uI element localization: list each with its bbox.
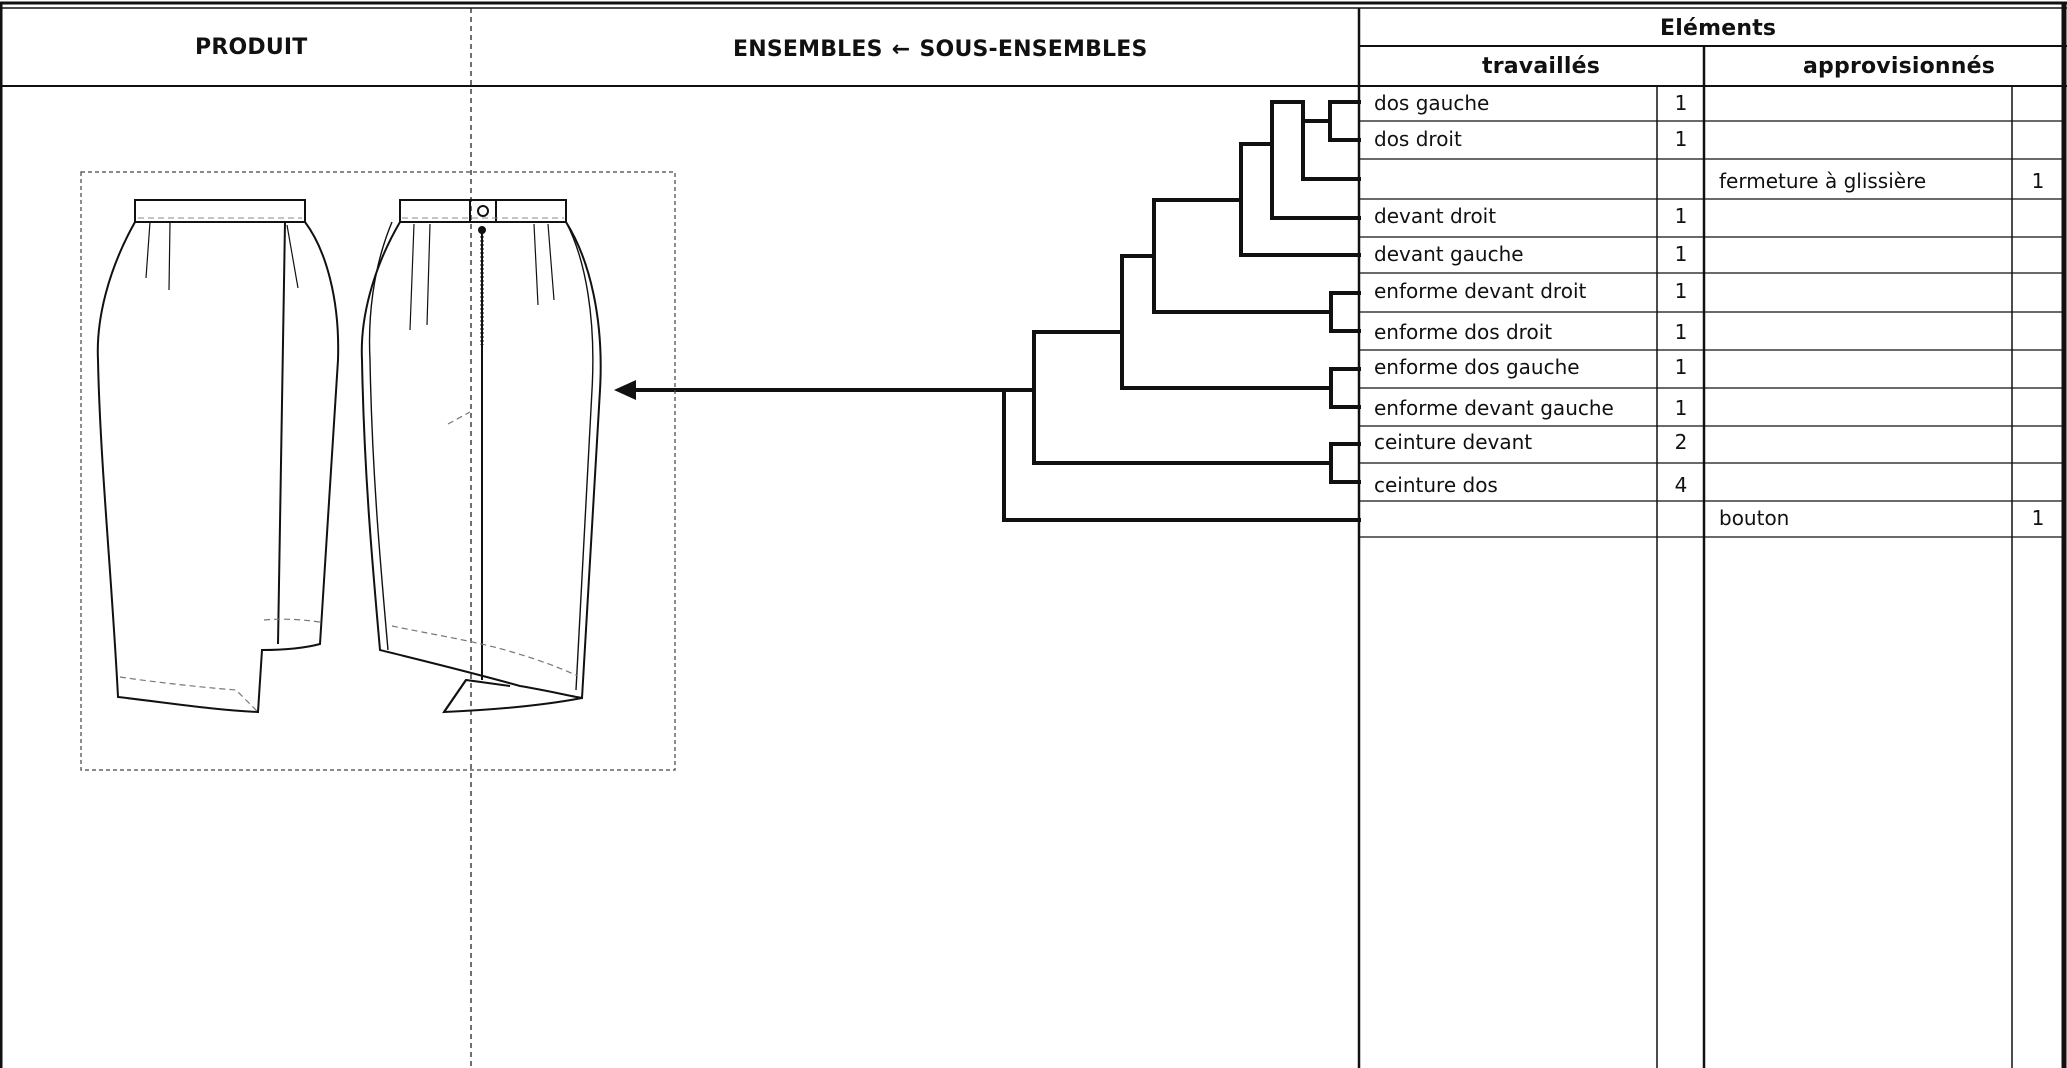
travaille-qty: 2 (1674, 430, 1688, 454)
travaille-qty: 1 (1674, 320, 1688, 344)
travaille-qty: 1 (1674, 242, 1688, 266)
travaille-qty: 1 (1674, 127, 1688, 151)
appro-cell: bouton (1719, 506, 1790, 530)
travaille-cell: devant gauche (1374, 242, 1524, 266)
skirt-back-view (360, 199, 602, 714)
header-produit: PRODUIT (195, 35, 308, 60)
travaille-cell: enforme dos gauche (1374, 355, 1580, 379)
assembly-tree (624, 100, 1361, 522)
travaille-cell: devant droit (1374, 204, 1497, 228)
skirt-front-view (96, 199, 340, 714)
header-approvisionnes: approvisionnés (1803, 54, 1996, 79)
travaille-cell: ceinture devant (1374, 430, 1533, 454)
travaille-cell: enforme devant gauche (1374, 396, 1614, 420)
header-sous-ensembles: SOUS-ENSEMBLES (919, 37, 1148, 62)
header-elements: Eléments (1660, 16, 1777, 41)
travaille-qty: 1 (1674, 396, 1688, 420)
travaille-qty: 4 (1674, 473, 1688, 497)
travaille-qty: 1 (1674, 279, 1688, 303)
header-travailles: travaillés (1482, 54, 1601, 79)
appro-qty: 1 (2031, 506, 2045, 530)
travaille-cell: dos droit (1374, 127, 1462, 151)
travaille-cell: enforme devant droit (1374, 279, 1587, 303)
travaille-cell: ceinture dos (1374, 473, 1498, 497)
travaille-qty: 1 (1674, 204, 1688, 228)
appro-qty: 1 (2031, 169, 2045, 193)
appro-cell: fermeture à glissière (1719, 169, 1927, 193)
travaille-cell: enforme dos droit (1374, 320, 1553, 344)
product-frame (80, 171, 676, 771)
product-arrowhead (614, 380, 636, 400)
left-arrow-icon: ← (891, 37, 911, 62)
travaille-qty: 1 (1674, 355, 1688, 379)
header-ensembles-group: ENSEMBLES ← SOUS-ENSEMBLES (733, 37, 1148, 62)
header-ensembles: ENSEMBLES (733, 37, 883, 62)
travaille-qty: 1 (1674, 91, 1688, 115)
table-row-lines (1359, 120, 2064, 538)
travaille-cell: dos gauche (1374, 91, 1490, 115)
